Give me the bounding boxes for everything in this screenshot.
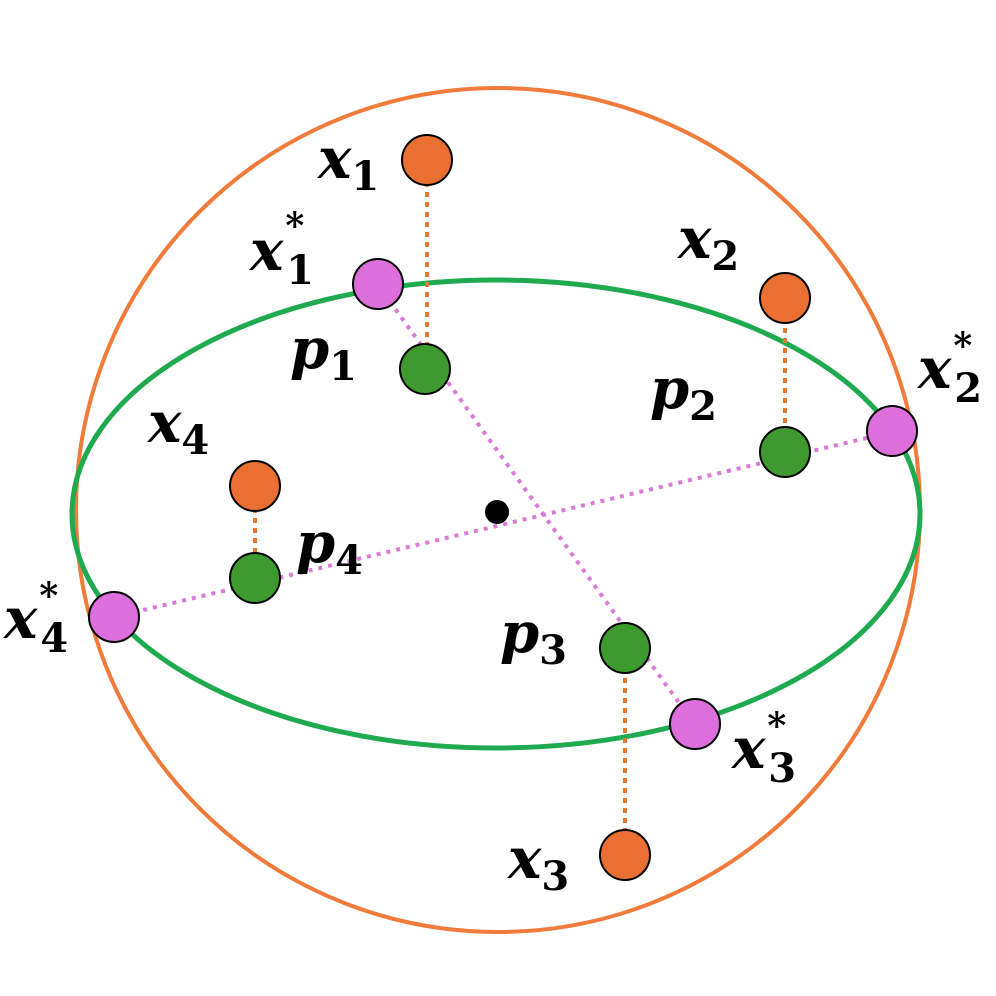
label-x2: x2 bbox=[677, 206, 739, 280]
center-point bbox=[485, 500, 509, 524]
label-x4: x4 bbox=[147, 390, 209, 464]
equator-ellipse bbox=[69, 277, 923, 751]
label-x4-star: x*4 bbox=[3, 575, 68, 662]
point-x1-star bbox=[352, 258, 404, 310]
point-x4 bbox=[229, 460, 281, 512]
point-x1 bbox=[401, 134, 453, 186]
point-x3 bbox=[599, 829, 651, 881]
point-p3 bbox=[599, 622, 651, 674]
label-x1: x1 bbox=[317, 126, 379, 200]
label-p1: p1 bbox=[290, 316, 357, 390]
point-x2 bbox=[759, 272, 811, 324]
point-x4-star bbox=[88, 591, 140, 643]
point-x3-star bbox=[669, 698, 721, 750]
point-p2 bbox=[759, 426, 811, 478]
label-p4: p4 bbox=[296, 510, 363, 584]
point-p1 bbox=[399, 343, 451, 395]
label-x2-star: x*2 bbox=[917, 325, 982, 412]
label-p2: p2 bbox=[650, 356, 717, 430]
label-p3: p3 bbox=[500, 600, 567, 674]
point-x2-star bbox=[866, 405, 918, 457]
label-x1-star: x*1 bbox=[249, 205, 314, 294]
label-x3: x3 bbox=[507, 826, 569, 900]
label-x3-star: x*3 bbox=[731, 705, 796, 792]
point-p4 bbox=[229, 552, 281, 604]
